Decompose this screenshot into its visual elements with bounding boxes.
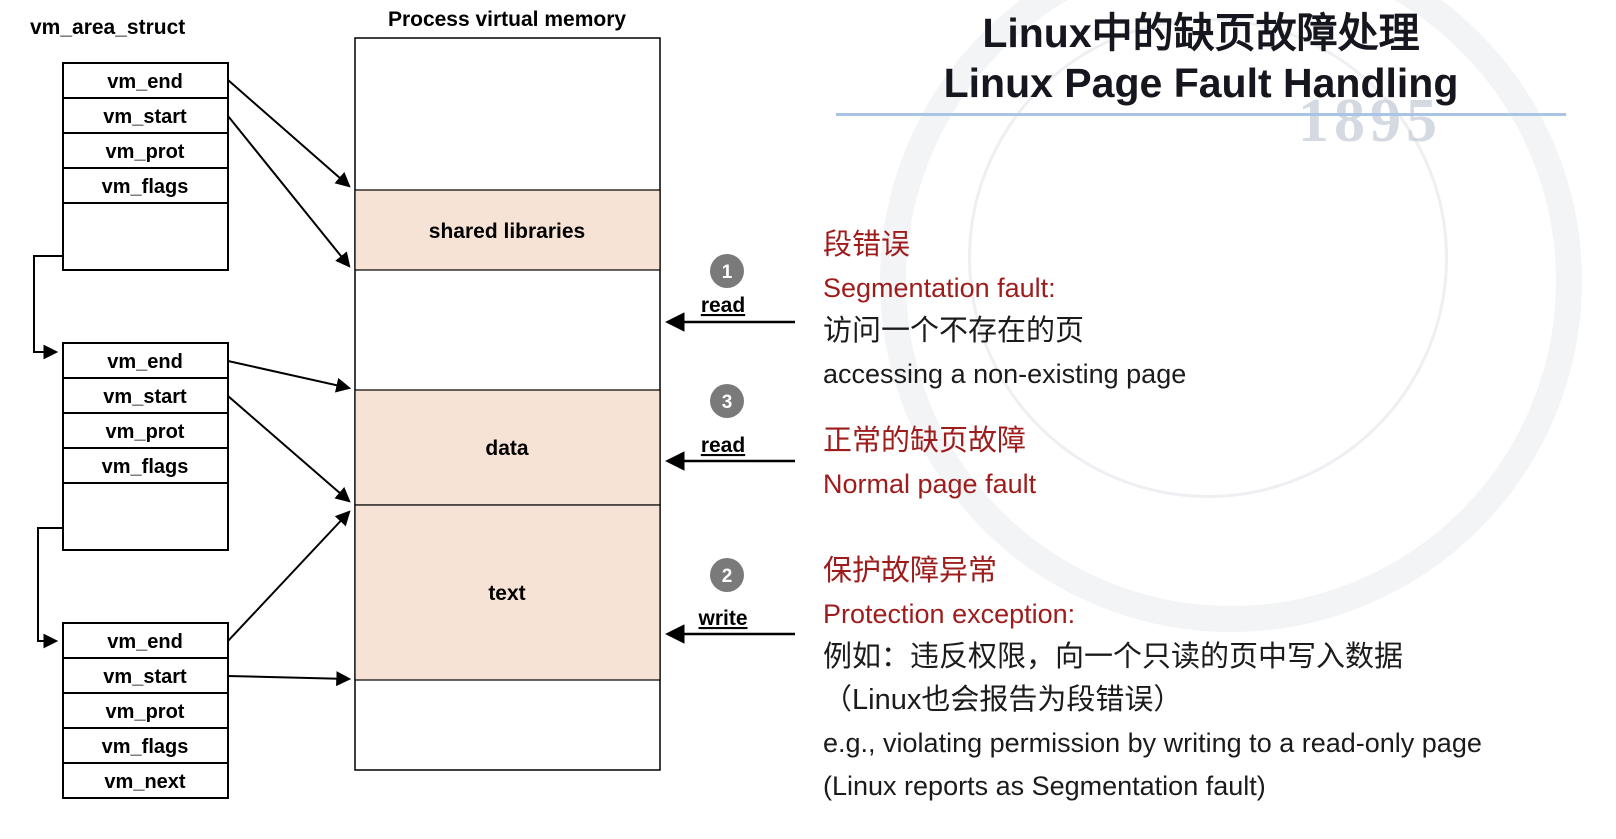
struct-empty-cell (62, 202, 229, 271)
struct-row (62, 377, 229, 414)
fault-marker-2: 2 write (665, 558, 795, 644)
fault-marker-3: 3 read (665, 384, 795, 471)
struct-row (62, 412, 229, 449)
vm-start-arrow (227, 395, 351, 503)
struct-row-label: vm_flags (102, 176, 189, 198)
vm-area-struct-0: vm_end vm_start vm_prot vm_flags (62, 62, 229, 271)
struct-row-label: vm_start (103, 106, 187, 128)
struct-row-label: vm_next (104, 771, 185, 793)
region-label-shared: shared libraries (429, 220, 585, 243)
marker-number: 2 (722, 566, 733, 587)
protection-zh-body1: 例如：违反权限，向一个只读的页中写入数据 (823, 641, 1404, 673)
vm-start-arrow (227, 671, 352, 687)
struct-empty-cell (62, 482, 229, 551)
region-text (354, 504, 661, 681)
protection-en-body: e.g., violating permission by writing to… (823, 728, 1482, 801)
struct-row-label: vm_flags (102, 736, 189, 758)
struct-row-label: vm_end (107, 351, 183, 373)
struct-row-label: vm_prot (106, 141, 185, 163)
vm-area-struct-2: vm_end vm_start vm_prot vm_flags vm_next (62, 622, 229, 799)
process-virtual-memory-map: shared libraries data text (354, 37, 661, 771)
vm-end-arrow (227, 79, 351, 188)
struct-row (62, 727, 229, 764)
slide-title-zh: Linux中的缺页故障处理 (982, 10, 1420, 56)
segfault-en-body: accessing a non-existing page (823, 359, 1187, 389)
memory-map-title: Process virtual memory (388, 8, 626, 31)
segfault-en-head: Segmentation fault: (823, 273, 1056, 303)
marker-circle (710, 558, 744, 592)
struct-list-links (33, 255, 63, 649)
normal-zh-head: 正常的缺页故障 (823, 425, 1027, 457)
slide-title-en: Linux Page Fault Handling (943, 60, 1459, 106)
annotation-protection: 保护故障异常 Protection exception: 例如：违反权限，向一个… (823, 550, 1583, 808)
normal-en-head: Normal page fault (823, 469, 1037, 499)
link-arrow (37, 527, 63, 649)
vm-start-arrow (227, 115, 351, 268)
annotation-segfault: 段错误 Segmentation fault: 访问一个不存在的页 access… (823, 224, 1583, 396)
struct-row-label: vm_start (103, 666, 187, 688)
fault-marker-1: 1 read (665, 254, 795, 332)
struct-row-label: vm_prot (106, 701, 185, 723)
struct-row-label: vm_flags (102, 456, 189, 478)
slide-title: Linux中的缺页故障处理 Linux Page Fault Handling (836, 8, 1566, 116)
struct-row (62, 692, 229, 729)
access-label: write (697, 607, 747, 630)
pointer-arrows (227, 79, 352, 687)
marker-number: 3 (722, 392, 733, 413)
struct-row (62, 447, 229, 484)
marker-circle (710, 254, 744, 288)
segfault-zh-body: 访问一个不存在的页 (823, 315, 1085, 347)
vm-end-arrow (227, 510, 351, 642)
access-label: read (701, 434, 745, 457)
protection-zh-head: 保护故障异常 (823, 555, 998, 587)
memory-diagram: vm_area_struct Process virtual memory vm… (30, 8, 795, 799)
region-data (354, 389, 661, 506)
access-label: read (701, 294, 745, 317)
struct-row-label: vm_start (103, 386, 187, 408)
annotation-normal-fault: 正常的缺页故障 Normal page fault (823, 420, 1583, 506)
region-shared-libraries (354, 189, 661, 271)
protection-zh-body2: （Linux也会报告为段错误） (823, 684, 1183, 716)
struct-row-label: vm_prot (106, 421, 185, 443)
segfault-zh-head: 段错误 (823, 229, 911, 261)
link-arrow (33, 255, 63, 360)
struct-row-label: vm_end (107, 71, 183, 93)
marker-number: 1 (722, 262, 733, 283)
vm-area-struct-1: vm_end vm_start vm_prot vm_flags (62, 342, 229, 551)
region-label-text: text (488, 582, 525, 605)
vm-area-struct-label: vm_area_struct (30, 16, 185, 39)
struct-row-label: vm_end (107, 631, 183, 653)
struct-row (62, 762, 229, 799)
region-label-data: data (485, 437, 529, 460)
vm-end-arrow (227, 360, 352, 393)
marker-circle (710, 384, 744, 418)
struct-row (62, 657, 229, 694)
protection-en-head: Protection exception: (823, 599, 1076, 629)
